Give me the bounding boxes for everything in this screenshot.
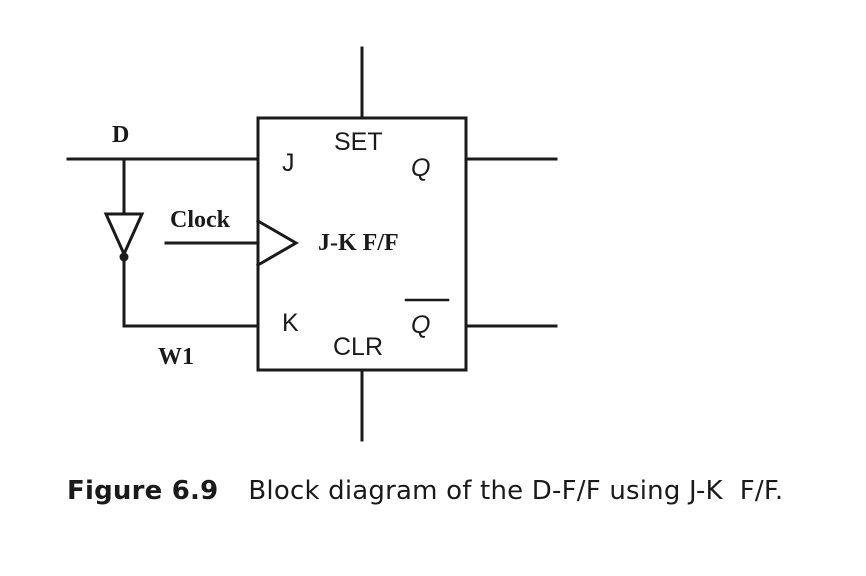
q-bar-output-label: Q xyxy=(411,311,430,339)
clock-edge-triangle xyxy=(255,218,299,268)
d-label: D xyxy=(112,122,129,148)
clr-label: CLR xyxy=(333,333,383,361)
block-title-label: J-K F/F xyxy=(318,230,399,256)
figure-caption-text: Block diagram of the D-F/F using J-K F/F… xyxy=(248,476,784,506)
inverter-gate xyxy=(103,212,145,258)
set-label: SET xyxy=(334,128,383,156)
w1-wire xyxy=(122,256,260,328)
k-input-label: K xyxy=(282,309,299,337)
q-output-label: Q xyxy=(411,154,430,182)
clock-label: Clock xyxy=(170,207,231,233)
w1-label: W1 xyxy=(158,344,194,370)
inverter-output-dot xyxy=(119,252,129,262)
figure-number: Figure 6.9 xyxy=(67,476,219,506)
j-input-label: J xyxy=(282,149,295,177)
figure-caption: Figure 6.9 Block diagram of the D-F/F usi… xyxy=(67,476,783,506)
